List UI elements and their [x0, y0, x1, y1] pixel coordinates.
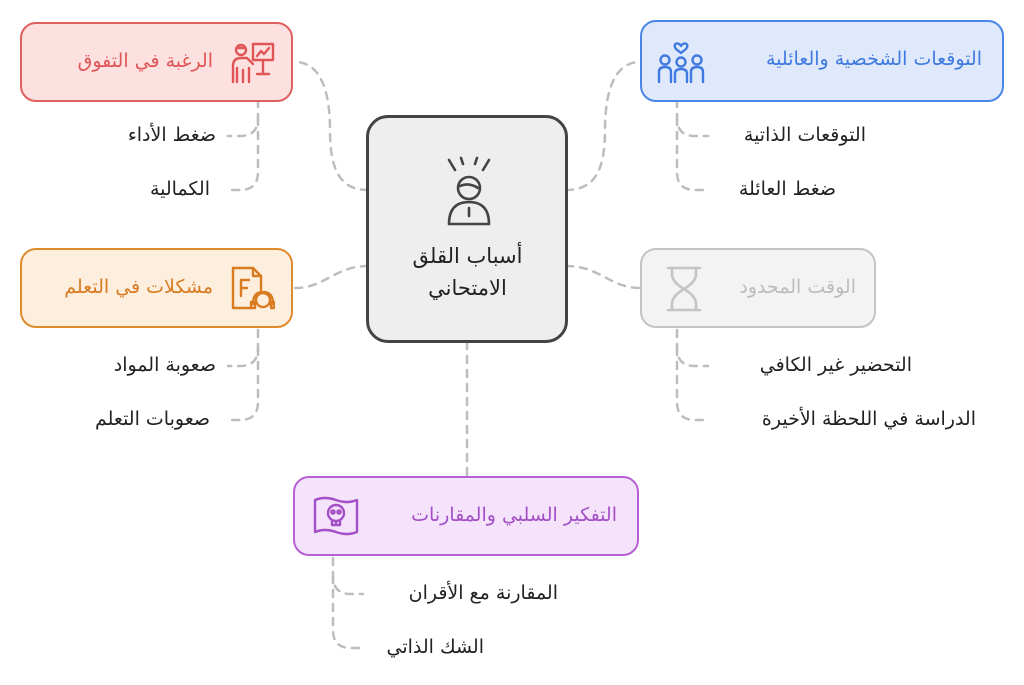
negative-item-1: المقارنة مع الأقران	[408, 582, 558, 604]
skull-flag-icon	[313, 496, 359, 536]
time-item-1: التحضير غير الكافي	[759, 354, 912, 376]
expect-item-1: التوقعات الذاتية	[743, 124, 866, 146]
branch-expectations: التوقعات الشخصية والعائلية	[640, 20, 1004, 102]
presenter-chart-icon	[231, 42, 275, 84]
negative-item-2: الشك الذاتي	[386, 636, 484, 658]
desire-item-1: ضغط الأداء	[127, 124, 216, 146]
learning-item-1: صعوبة المواد	[113, 354, 216, 376]
stressed-person-icon	[447, 156, 491, 226]
center-node: أسباب القلق الامتحاني	[366, 115, 568, 343]
center-label-line1: أسباب القلق	[412, 244, 523, 268]
branch-negative-title: التفكير السلبي والمقارنات	[411, 504, 617, 526]
branch-expectations-title: التوقعات الشخصية والعائلية	[766, 48, 982, 70]
time-item-2: الدراسة في اللحظة الأخيرة	[761, 408, 976, 430]
branch-negative: التفكير السلبي والمقارنات	[293, 476, 639, 556]
hourglass-icon	[666, 266, 702, 312]
branch-learning: مشكلات في التعلم	[20, 248, 293, 328]
branch-desire-title: الرغبة في التفوق	[77, 50, 213, 72]
branch-desire: الرغبة في التفوق	[20, 22, 293, 102]
branch-time: الوقت المحدود	[640, 248, 876, 328]
branch-time-title: الوقت المحدود	[739, 276, 856, 298]
family-heart-icon	[657, 42, 705, 84]
learning-item-2: صعوبات التعلم	[94, 408, 210, 430]
expect-item-2: ضغط العائلة	[738, 178, 836, 200]
branch-learning-title: مشكلات في التعلم	[64, 276, 213, 298]
failed-document-icon	[231, 266, 275, 310]
desire-item-2: الكمالية	[149, 178, 210, 200]
center-label-line2: الامتحاني	[428, 276, 507, 300]
